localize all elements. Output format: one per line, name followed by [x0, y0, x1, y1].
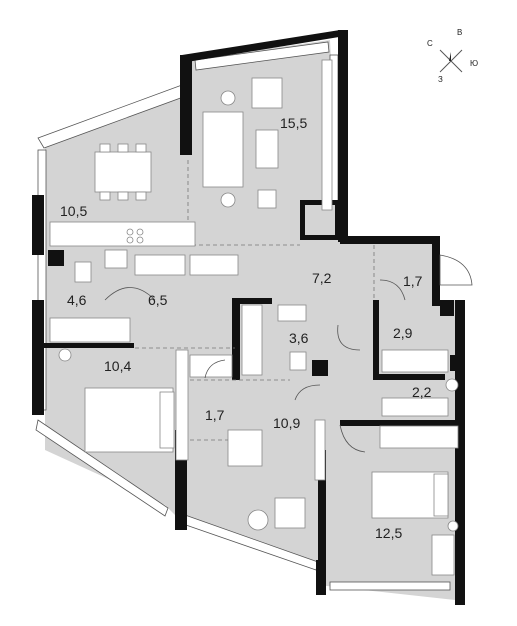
- area-bath-small: 4,6: [67, 292, 87, 308]
- desk-right: [431, 534, 455, 576]
- compass-north: С: [427, 39, 433, 48]
- wardrobe-right-1: [381, 349, 449, 373]
- compass-east: В: [457, 28, 462, 37]
- armchair: [251, 77, 283, 109]
- area-living: 15,5: [280, 115, 307, 131]
- wall-small-box3: [440, 300, 454, 316]
- pouf: [257, 189, 277, 209]
- area-wardrobe-1: 2,9: [393, 325, 413, 341]
- toilet-icon: [74, 261, 92, 283]
- wall-left-bath: [32, 300, 44, 415]
- door-bedroom-r: [339, 424, 366, 453]
- wall-wardrobe-left: [373, 300, 379, 380]
- wall-bedroom-right-top: [340, 420, 460, 426]
- wall-right-bedroom: [455, 300, 465, 605]
- wall-entry-right: [432, 236, 440, 306]
- sink-center: [277, 304, 307, 322]
- wall-bedroom-right-left: [318, 450, 326, 570]
- wall-bath-bottom: [44, 343, 134, 348]
- door-entry[interactable]: [439, 254, 473, 286]
- wall-right-living: [338, 30, 348, 242]
- area-bedroom-left: 10,4: [104, 358, 131, 374]
- compass-west: З: [438, 75, 443, 84]
- door-corridor: [104, 287, 156, 301]
- door-bath: [337, 324, 361, 351]
- kitchen-counter: [49, 221, 196, 247]
- wall-small-box: [312, 360, 328, 376]
- area-bath-center: 3,6: [289, 330, 309, 346]
- area-corridor: 6,5: [148, 292, 168, 308]
- compass-south: Ю: [470, 59, 478, 68]
- toilet-center: [289, 351, 307, 371]
- window-bedroom-right: [329, 581, 451, 591]
- wall-left-kitchen: [32, 195, 44, 255]
- dining-table: [94, 151, 152, 193]
- wardrobe-corridor: [134, 254, 186, 276]
- area-wardrobe-2: 2,2: [412, 384, 432, 400]
- door-bedroom-c: [294, 384, 321, 401]
- compass: С В Ю З: [427, 28, 478, 84]
- area-hall: 7,2: [312, 270, 332, 286]
- wall-bath-center-left: [232, 300, 240, 380]
- window-bedroom-left: [35, 419, 169, 517]
- wardrobe-bedroom-left: [175, 349, 189, 461]
- wall-bath-center-top: [232, 298, 272, 304]
- bathtub-center: [241, 304, 263, 376]
- wall-wardrobe-mid: [375, 374, 445, 380]
- area-vestibule: 1,7: [403, 273, 423, 289]
- sink: [104, 249, 128, 269]
- bed-left: [84, 387, 174, 453]
- wardrobe-right-2: [381, 397, 449, 417]
- tv-stand: [321, 59, 333, 211]
- wall-small-box2: [48, 250, 64, 266]
- window-living: [194, 41, 330, 71]
- area-kitchen: 10,5: [60, 203, 87, 219]
- wall-top-living: [182, 30, 345, 62]
- area-bedroom-right: 12,5: [375, 525, 402, 541]
- door-wardrobe: [379, 279, 406, 301]
- wall-entry-top: [340, 236, 440, 244]
- sofa: [202, 111, 244, 188]
- bathtub: [49, 317, 131, 343]
- area-closet: 1,7: [205, 407, 225, 423]
- wall-bottom-right: [316, 560, 326, 595]
- wall-small-box4: [450, 355, 464, 371]
- stove-icon: [126, 228, 134, 236]
- desk: [227, 429, 263, 467]
- armchair-center: [274, 497, 306, 529]
- lamp-icon: [220, 90, 236, 106]
- coffee-table: [255, 129, 279, 169]
- door-closet: [204, 359, 226, 379]
- wall-left-living: [180, 55, 192, 155]
- area-bedroom-center: 10,9: [273, 415, 300, 431]
